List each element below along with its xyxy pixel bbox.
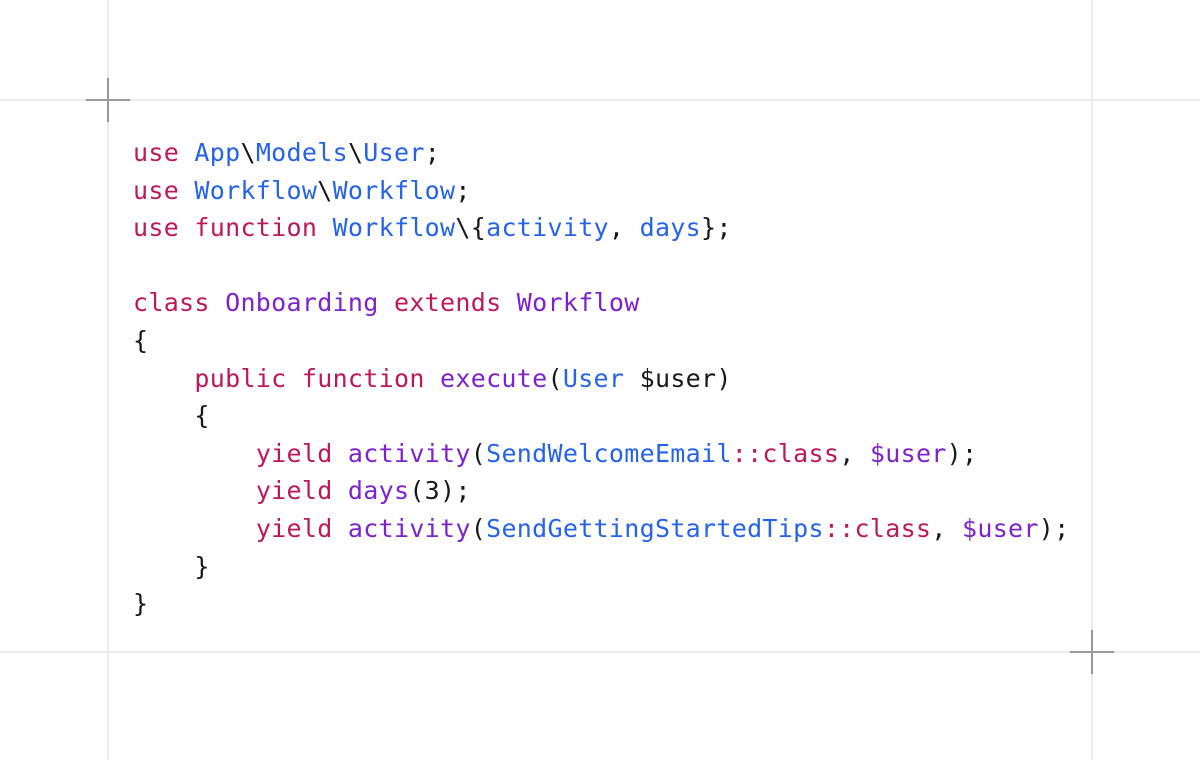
code-line: {: [133, 397, 1069, 435]
code-token-type: SendGettingStartedTips: [486, 513, 824, 543]
code-token-type: activity: [486, 213, 609, 243]
code-token-type: User: [363, 138, 425, 167]
code-line: [133, 247, 1069, 285]
code-line: }: [133, 585, 1069, 623]
code-token-plain: ,: [608, 213, 640, 243]
code-token-plain: (3);: [409, 476, 471, 506]
crosshair-bottom-right-icon: [1070, 630, 1114, 674]
code-token-entity: $user: [869, 438, 947, 468]
code-token-plain: (: [547, 363, 563, 393]
code-token-type: App: [194, 138, 241, 167]
code-token-keyword: use: [133, 138, 195, 167]
code-block: use App\Models\User;use Workflow\Workflo…: [133, 134, 1069, 623]
code-token-plain: };: [701, 213, 732, 243]
code-token-keyword: yield: [255, 476, 348, 506]
code-token-plain: {: [133, 401, 210, 431]
code-line: yield activity(SendWelcomeEmail::class, …: [133, 435, 1069, 473]
code-token-plain: [133, 364, 194, 393]
code-token-plain: \: [317, 175, 333, 205]
code-token-plain: \{: [455, 213, 487, 243]
code-token-entity: activity: [347, 513, 471, 543]
crosshair-top-left-icon: [86, 78, 130, 122]
code-token-keyword: class: [133, 288, 226, 318]
code-token-entity: days: [347, 476, 410, 506]
code-token-plain: [133, 439, 256, 468]
frame-line-bottom: [0, 651, 1200, 653]
code-token-plain: ,: [931, 513, 962, 543]
code-token-keyword: extends: [378, 288, 517, 318]
code-token-entity: $user: [962, 513, 1039, 543]
code-token-plain: [133, 514, 256, 543]
crosshair-vertical-bar: [107, 78, 109, 122]
code-token-plain: $user): [624, 363, 732, 393]
code-token-plain: }: [133, 589, 149, 619]
code-line: public function execute(User $user): [133, 360, 1069, 398]
code-token-keyword: use: [133, 175, 195, 205]
code-token-type: Workflow: [194, 175, 318, 205]
code-token-plain: \: [347, 138, 364, 167]
code-token-entity: activity: [347, 438, 471, 468]
frame-line-left: [107, 0, 109, 760]
crosshair-vertical-bar: [1091, 630, 1093, 674]
code-token-plain: );: [1038, 513, 1070, 543]
code-token-plain: }: [133, 551, 210, 581]
frame-line-top: [0, 99, 1200, 101]
code-token-entity: execute: [440, 363, 548, 393]
code-token-plain: ;: [455, 175, 471, 205]
code-token-type: Models: [255, 138, 348, 167]
code-line: class Onboarding extends Workflow: [133, 284, 1069, 322]
code-token-keyword: ::class: [731, 438, 840, 468]
code-line: yield activity(SendGettingStartedTips::c…: [133, 510, 1069, 548]
code-token-keyword: yield: [255, 513, 348, 543]
code-line: }: [133, 548, 1069, 586]
code-token-type: SendWelcomeEmail: [486, 438, 732, 468]
code-line: {: [133, 322, 1069, 360]
code-line: use function Workflow\{activity, days};: [133, 209, 1069, 247]
code-token-type: User: [562, 363, 625, 393]
code-token-keyword: use function: [133, 213, 333, 243]
code-token-type: days: [639, 213, 702, 243]
code-line: use App\Models\User;: [133, 134, 1069, 172]
code-token-plain: ,: [839, 438, 870, 468]
code-token-plain: ;: [424, 138, 441, 167]
frame-line-right: [1091, 0, 1093, 760]
code-line: yield days(3);: [133, 472, 1069, 510]
code-token-type: Workflow: [332, 213, 456, 243]
code-token-plain: {: [133, 325, 149, 355]
code-token-plain: [133, 476, 256, 505]
code-line: use Workflow\Workflow;: [133, 172, 1069, 210]
code-token-plain: \: [240, 138, 256, 167]
code-token-plain: );: [946, 438, 978, 468]
code-token-keyword: yield: [255, 438, 348, 468]
code-token-type: Workflow: [332, 175, 456, 205]
code-token-entity: Onboarding: [225, 288, 379, 318]
code-token-plain: (: [470, 438, 487, 468]
code-token-keyword: public function: [194, 363, 441, 393]
code-token-plain: (: [470, 513, 487, 543]
code-token-keyword: ::class: [823, 513, 932, 543]
code-token-entity: Workflow: [516, 288, 640, 318]
